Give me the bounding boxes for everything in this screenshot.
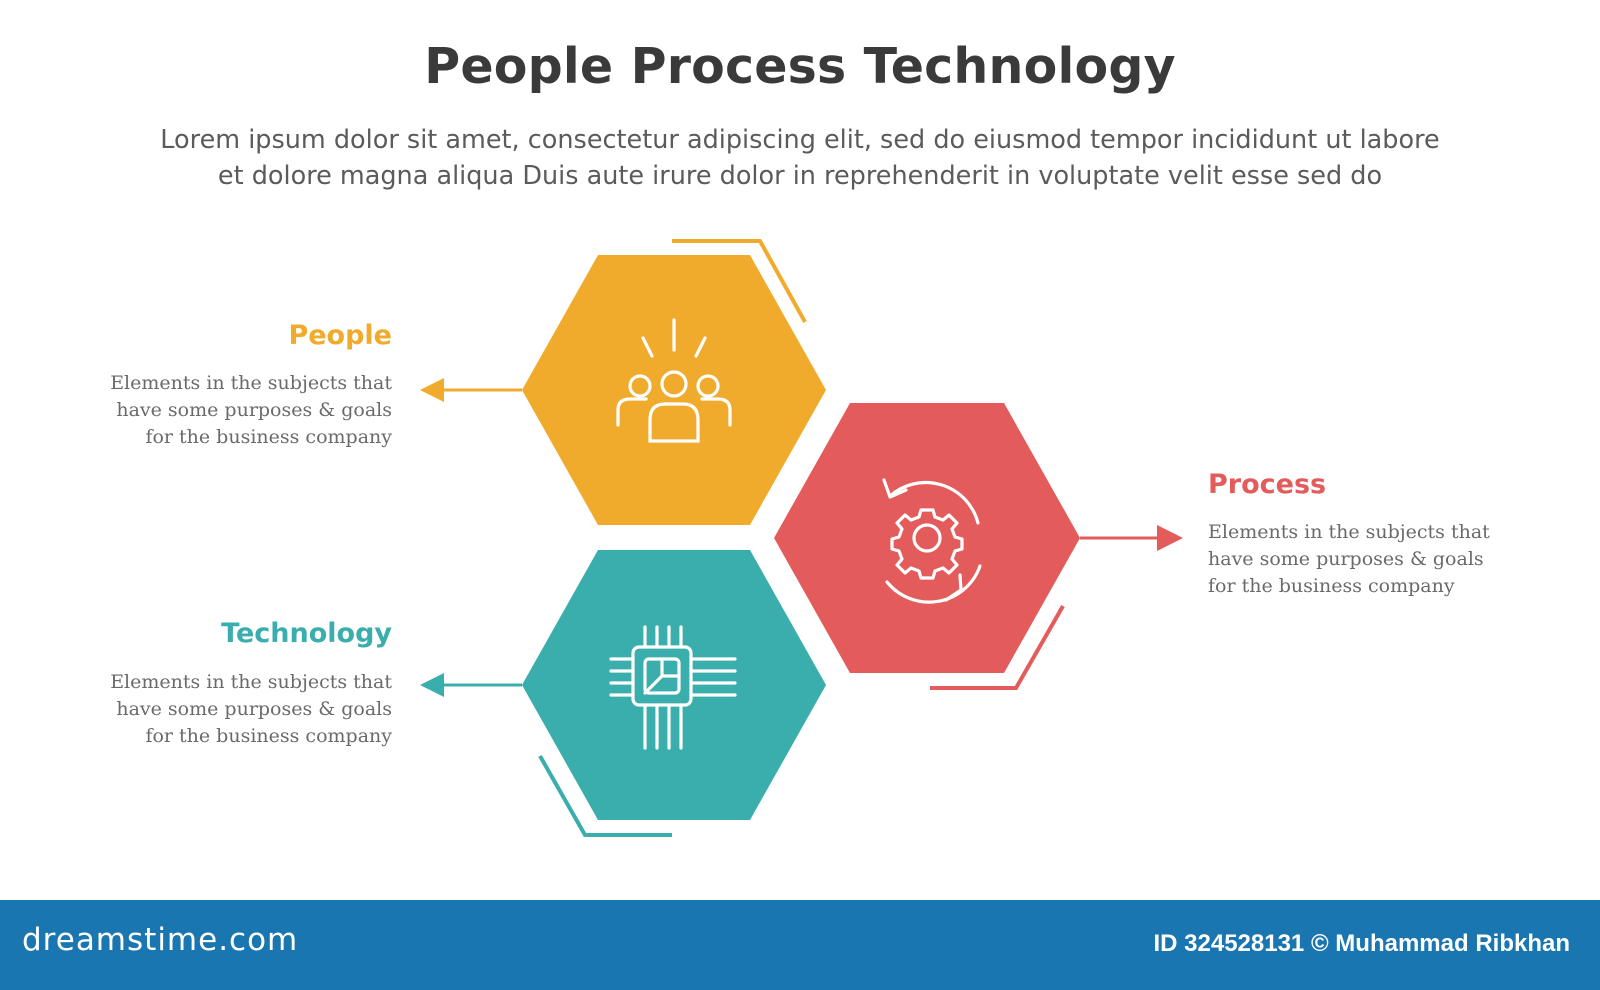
subtitle-line: et dolore magna aliqua Duis aute irure d… <box>217 161 1383 191</box>
gear-cycle-icon <box>882 478 982 604</box>
page-title: People Process Technology <box>424 38 1176 95</box>
footer-bar: dreamstime.com ID 324528131 © Muhammad R… <box>0 900 1600 990</box>
desc-line: Elements in the subjects that <box>110 372 392 394</box>
desc-line: for the business company <box>145 725 392 747</box>
label-process: Process <box>1208 469 1327 500</box>
subtitle-line: Lorem ipsum dolor sit amet, consectetur … <box>160 125 1440 155</box>
dreamstime-logo[interactable]: dreamstime.com <box>22 922 299 958</box>
desc-process: Elements in the subjects that have some … <box>1208 519 1490 600</box>
technology-arrow-head <box>420 673 444 697</box>
people-group-icon <box>616 318 732 443</box>
desc-line: for the business company <box>145 426 392 448</box>
desc-line: have some purposes & goals <box>1208 548 1484 570</box>
desc-technology: Elements in the subjects that have some … <box>110 669 392 750</box>
desc-people: Elements in the subjects that have some … <box>110 370 392 451</box>
label-people: People <box>288 320 392 351</box>
desc-line: Elements in the subjects that <box>1208 521 1490 543</box>
desc-line: have some purposes & goals <box>116 399 392 421</box>
image-credit: ID 324528131 © Muhammad Ribkhan <box>1153 930 1570 957</box>
hexagon-diagram <box>420 239 1183 837</box>
technology-hexagon <box>420 550 826 837</box>
microchip-icon <box>609 625 737 750</box>
desc-line: have some purposes & goals <box>116 698 392 720</box>
people-hexagon <box>420 239 826 525</box>
desc-line: Elements in the subjects that <box>110 671 392 693</box>
people-corner-accent <box>672 239 807 323</box>
people-arrow-head <box>420 378 444 402</box>
page-subtitle: Lorem ipsum dolor sit amet, consectetur … <box>60 122 1540 194</box>
process-arrow-head <box>1157 525 1183 551</box>
technology-corner-accent <box>538 755 672 837</box>
process-corner-accent <box>930 605 1065 690</box>
desc-line: for the business company <box>1208 575 1455 597</box>
label-technology: Technology <box>221 618 392 649</box>
process-hexagon <box>774 403 1183 690</box>
